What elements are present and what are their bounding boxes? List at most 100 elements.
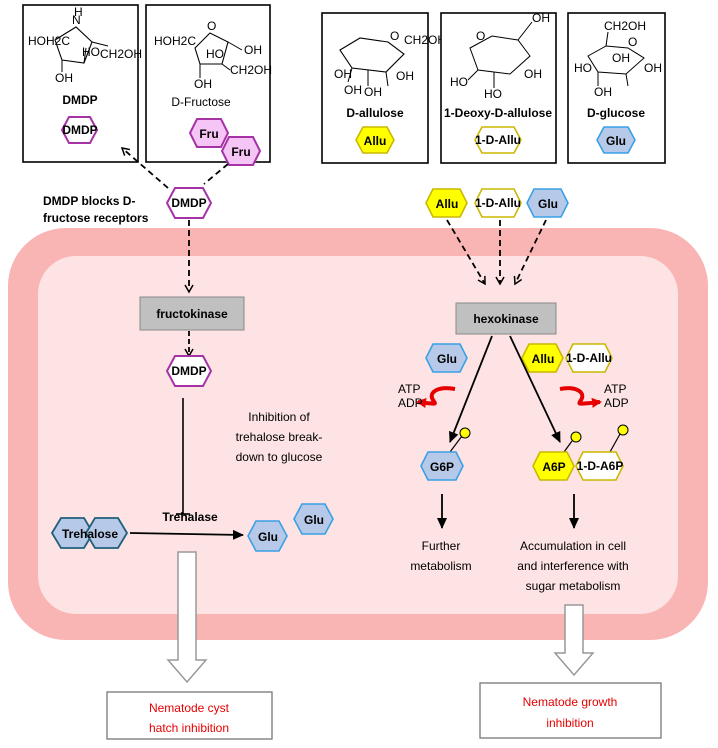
da6p-phosphate [617,424,629,436]
top-deoxy: 1-D-Allu [475,196,521,210]
allu-badge: Allu [364,134,387,148]
hexokinase-box [455,302,557,335]
atp-adp-curve-left [416,386,456,408]
top-allu-shape [425,188,468,218]
dmdp-atom-ho: HO [82,45,100,59]
fructose-atom-hoh2c: HOH2C [154,34,196,48]
left-glu-1: Glu [258,530,278,544]
da6p-shape [575,451,624,481]
glucose-atom-oh-2: OH [594,85,612,99]
dmdp-structure-box: HOH2C N H HO CH2OH OH DMDP DMDP [22,4,142,163]
hexokinase-to-g6p-arrow [449,335,493,443]
fru-to-dmdp-dashed [203,163,229,185]
glucose-caption: D-glucose [587,106,645,120]
fructose-caption: D-Fructose [171,95,231,109]
dmdp-atom-h: H [74,5,83,19]
deoxy-allulose-structure-box: O OH HO HO OH 1-Deoxy-D-allulose 1-D-All… [440,11,557,164]
top-deoxy-shape [474,188,522,218]
left-dmdp-badge-shape [165,355,213,387]
adp-right: ADP [604,396,629,410]
glucose-atom-ho: HO [574,61,592,75]
trehalose-label: Trehalose [62,527,118,541]
glu-structure-badge: Glu [606,134,626,148]
right-outcome-line2: inhibition [546,716,593,730]
allulose-atom-oh-2: OH [344,83,362,97]
fructose-atom-ho: HO [206,47,224,61]
glucose-structure-box: CH2OH O OH HO OH OH D-glucose Glu [567,12,666,164]
right-outcome-line1: Nematode growth [523,695,618,709]
further-metabolism-1: Further [422,539,461,553]
deoxy-atom-ho-1: HO [450,75,468,89]
g6p-label: G6P [430,460,454,474]
inhibition-text-2: trehalose break- [236,430,323,444]
left-outcome-line1: Nematode cyst [149,701,230,715]
dmdp-caption: DMDP [62,93,97,107]
dmdp-badge: DMDP [62,123,97,137]
glucose-atom-o: O [628,35,637,49]
hexokinase-label: hexokinase [473,312,539,326]
right-allu: Allu [532,352,555,366]
allulose-atom-oh-4: OH [396,69,414,83]
atp-left: ATP [398,382,420,396]
a6p-phosphate [570,431,582,443]
glu-to-hexokinase-arrow [513,219,547,286]
hexokinase-to-a6p-arrow [509,335,561,443]
left-glu-2-shape [293,503,334,535]
deoxy-atom-oh-1: OH [532,11,550,25]
da6p-label: 1-D-A6P [577,459,624,473]
accumulation-3: sugar metabolism [526,579,621,593]
trehalase-arrow [129,529,244,540]
left-outcome-line2: hatch inhibition [149,721,229,735]
deoxy-atom-o: O [476,29,485,43]
dmdp-to-dmdp-structure-arrow [120,147,169,189]
allu-to-hexokinase-arrow [446,219,486,286]
right-outcome-box [479,682,662,739]
a6p-shape [532,451,575,481]
right-deoxy: 1-D-Allu [566,351,612,365]
further-metabolism-2: metabolism [410,559,471,573]
deoxy-atom-ho-2: HO [484,87,502,101]
deoxy-atom-oh-2: OH [524,67,542,81]
right-deoxy-shape [565,343,613,373]
fructose-structure-box: HOH2C O OH HO CH2OH OH D-Fructose Fru Fr… [145,4,272,166]
left-glu-2: Glu [304,513,324,527]
dmdp-atom-ch2oh: CH2OH [100,47,142,61]
fructokinase-box [139,296,245,331]
dmdp-atom-n: N [72,13,81,27]
allulose-structure-box: O CH2OH OH OH OH OH D-allulose Allu [321,12,446,164]
top-glu: Glu [538,197,558,211]
left-glu-1-shape [247,520,288,552]
deoxy-badge: 1-D-Allu [475,133,521,147]
left-outcome-box [106,691,273,740]
atp-adp-curve-right [559,386,602,408]
trehalose-hex-2 [84,517,129,549]
adp-left: ADP [398,396,423,410]
allulose-atom-ch2oh: CH2OH [404,33,446,47]
receptor-text-line1: DMDP blocks D- [43,194,135,208]
allulose-caption: D-allulose [346,106,404,120]
inhibition-text-3: down to glucose [236,450,323,464]
left-dmdp-badge: DMDP [171,364,206,378]
fructokinase-label: fructokinase [156,307,228,321]
right-glu: Glu [437,352,457,366]
a6p-label: A6P [542,460,565,474]
fru-badge-1: Fru [199,127,218,141]
trehalase-label: Trehalase [162,510,218,524]
g6p-phosphate [459,427,471,439]
allulose-atom-oh-1: OH [334,67,352,81]
accumulation-1: Accumulation in cell [520,539,626,553]
allulose-atom-o: O [390,29,399,43]
top-allu: Allu [436,197,459,211]
inhibition-text-1: Inhibition of [248,410,310,424]
fructose-atom-oh-2: OH [194,77,212,91]
fructose-atom-oh: OH [244,43,262,57]
right-glu-shape [425,343,468,373]
receptor-text-line2: fructose receptors [43,211,149,225]
atp-right: ATP [604,382,626,396]
fructose-atom-o: O [207,19,216,33]
receptor-dmdp-badge: DMDP [171,196,206,210]
dmdp-atom-hoh2c: HOH2C [28,34,70,48]
glucose-atom-ch2oh: CH2OH [604,19,646,33]
deoxy-caption: 1-Deoxy-D-allulose [444,106,552,120]
